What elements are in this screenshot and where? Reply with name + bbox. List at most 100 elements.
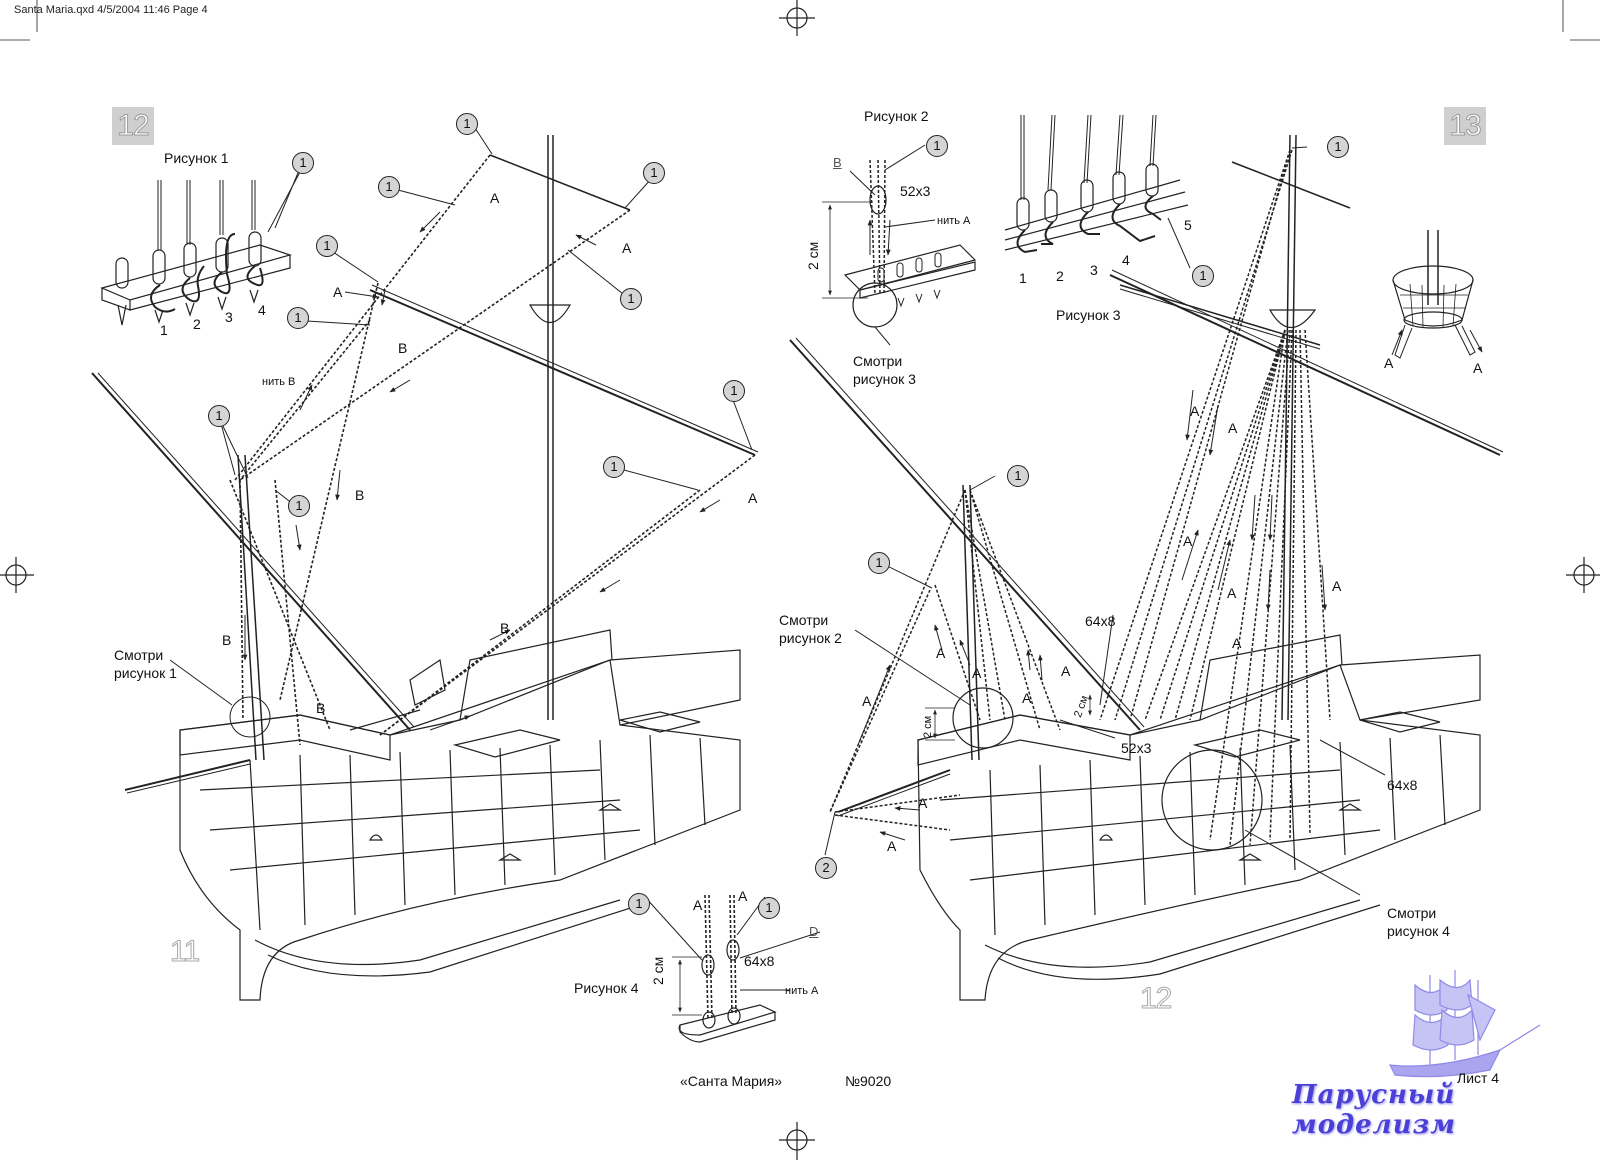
callout-badge: 2 — [815, 857, 837, 879]
callout-badge: 1 — [292, 152, 314, 174]
see-figure1-line1: Смотри — [114, 647, 164, 663]
callout-badge: 1 — [456, 113, 478, 135]
callout-badge: 1 — [316, 235, 338, 257]
page-number-box-left: 12 — [112, 107, 154, 145]
step-number-right: 12 — [1139, 982, 1172, 1016]
callout-badge: 1 — [1007, 465, 1029, 487]
figure1-step-3: 3 — [225, 309, 233, 325]
registration-mark-bottom — [779, 1122, 815, 1160]
callout-badge: 1 — [287, 307, 309, 329]
file-slug: Santa Maria.qxd 4/5/2004 11:46 Page 4 — [14, 4, 208, 16]
model-title: «Санта Мария» — [680, 1073, 783, 1089]
rope-label-a: A — [1384, 355, 1394, 371]
figure1-step-1: 1 — [160, 322, 168, 338]
rope-label-b: B — [222, 632, 232, 648]
rope-label-b: B — [398, 340, 408, 356]
left-ship-masts — [91, 135, 759, 761]
registration-mark-top — [779, 0, 815, 36]
right-ship-hull — [837, 634, 1481, 1001]
left-ship-hull — [124, 629, 741, 1001]
left-callout-leaders — [169, 127, 753, 738]
step-number-left: 11 — [169, 935, 200, 969]
rope-label-a: A — [1190, 403, 1200, 419]
callout-badge: 1 — [208, 405, 230, 427]
see-figure3-line1: Смотри — [853, 353, 903, 369]
dimension-label: 2 см — [922, 715, 934, 738]
callout-badge: 1 — [603, 456, 625, 478]
rope-label-a: A — [490, 190, 500, 206]
rope-label-a: A — [1228, 420, 1238, 436]
rope-label-a: A — [862, 693, 872, 709]
figure4-illustration — [644, 894, 821, 1043]
callout-badge: 1 — [643, 162, 665, 184]
rope-label-a: A — [1473, 360, 1483, 376]
rope-label-a: A — [1232, 635, 1242, 651]
rope-label-a: A — [1332, 578, 1342, 594]
callout-badge: 1 — [723, 380, 745, 402]
figure2-title: Рисунок 2 — [864, 108, 929, 124]
left-ship-rigging — [229, 154, 756, 746]
rope-label-a: A — [748, 490, 758, 506]
watermark-ship-icon — [1388, 970, 1541, 1078]
rope-label-a: A — [333, 284, 343, 300]
figure3-step-3: 3 — [1090, 262, 1098, 278]
rope-label-a: A — [1183, 533, 1193, 549]
figure3-title: Рисунок 3 — [1056, 307, 1121, 323]
figure3-step-1: 1 — [1019, 270, 1027, 286]
dimension-label: 2 см — [650, 956, 666, 985]
rope-label-a: A — [693, 897, 703, 913]
see-figure4-line2: рисунок 4 — [1387, 923, 1450, 939]
rope-label-a: A — [918, 795, 928, 811]
watermark-logo-text: Парусный моделизм — [1292, 1080, 1456, 1140]
right-ship-masts — [789, 134, 1504, 761]
model-number: №9020 — [845, 1073, 892, 1089]
figure3-illustration — [1004, 114, 1321, 350]
thread-b-label: нить B — [262, 376, 296, 388]
left-ship-arrows — [242, 211, 721, 731]
rope-label-a: A — [738, 888, 748, 904]
rope-label-a: A — [622, 240, 632, 256]
marker-d: D — [809, 924, 819, 939]
block-size-label: 52x3 — [1121, 740, 1152, 756]
rope-label-b: B — [500, 620, 510, 636]
right-callout-leaders — [824, 146, 1386, 896]
see-figure3-line2: рисунок 3 — [853, 371, 916, 387]
see-figure1-line2: рисунок 1 — [114, 665, 177, 681]
callout-badge: 1 — [758, 897, 780, 919]
rope-label-a: A — [972, 665, 982, 681]
figure4-title: Рисунок 4 — [574, 980, 639, 996]
block-size-label: 64x8 — [1085, 613, 1116, 629]
figure1-step-2: 2 — [193, 316, 201, 332]
rope-label-a: A — [936, 645, 946, 661]
rope-label-b: B — [316, 700, 326, 716]
block-size-label: 64x8 — [744, 953, 775, 969]
figure1-illustration — [100, 171, 301, 326]
callout-badge: 1 — [868, 552, 890, 574]
registration-mark-right — [1566, 557, 1600, 593]
see-figure2-line2: рисунок 2 — [779, 630, 842, 646]
figure3-step-5: 5 — [1184, 217, 1192, 233]
right-ship-arrows — [857, 389, 1328, 841]
page-number-box-right: 13 — [1444, 107, 1486, 145]
block-size-label: 64x8 — [1387, 777, 1418, 793]
callout-badge: 1 — [926, 135, 948, 157]
registration-mark-left — [0, 557, 34, 593]
figure1-title: Рисунок 1 — [164, 150, 229, 166]
marker-b: B — [833, 155, 842, 170]
callout-badge: 1 — [288, 495, 310, 517]
callout-badge: 1 — [620, 288, 642, 310]
block-size-label: 52x3 — [900, 183, 931, 199]
rope-label-a: A — [1022, 690, 1032, 706]
see-figure2-line1: Смотри — [779, 612, 829, 628]
right-ship-rigging — [829, 149, 1331, 846]
sheet-number: Лист 4 — [1457, 1070, 1500, 1086]
figure2-illustration — [822, 144, 977, 346]
rope-label-b: B — [355, 487, 365, 503]
crows-nest-illustration — [1391, 230, 1483, 359]
rope-label-a: A — [1227, 585, 1237, 601]
rope-label-a: A — [887, 838, 897, 854]
callout-badge: 1 — [628, 893, 650, 915]
figure3-step-4: 4 — [1122, 252, 1130, 268]
callout-badge: 1 — [378, 176, 400, 198]
